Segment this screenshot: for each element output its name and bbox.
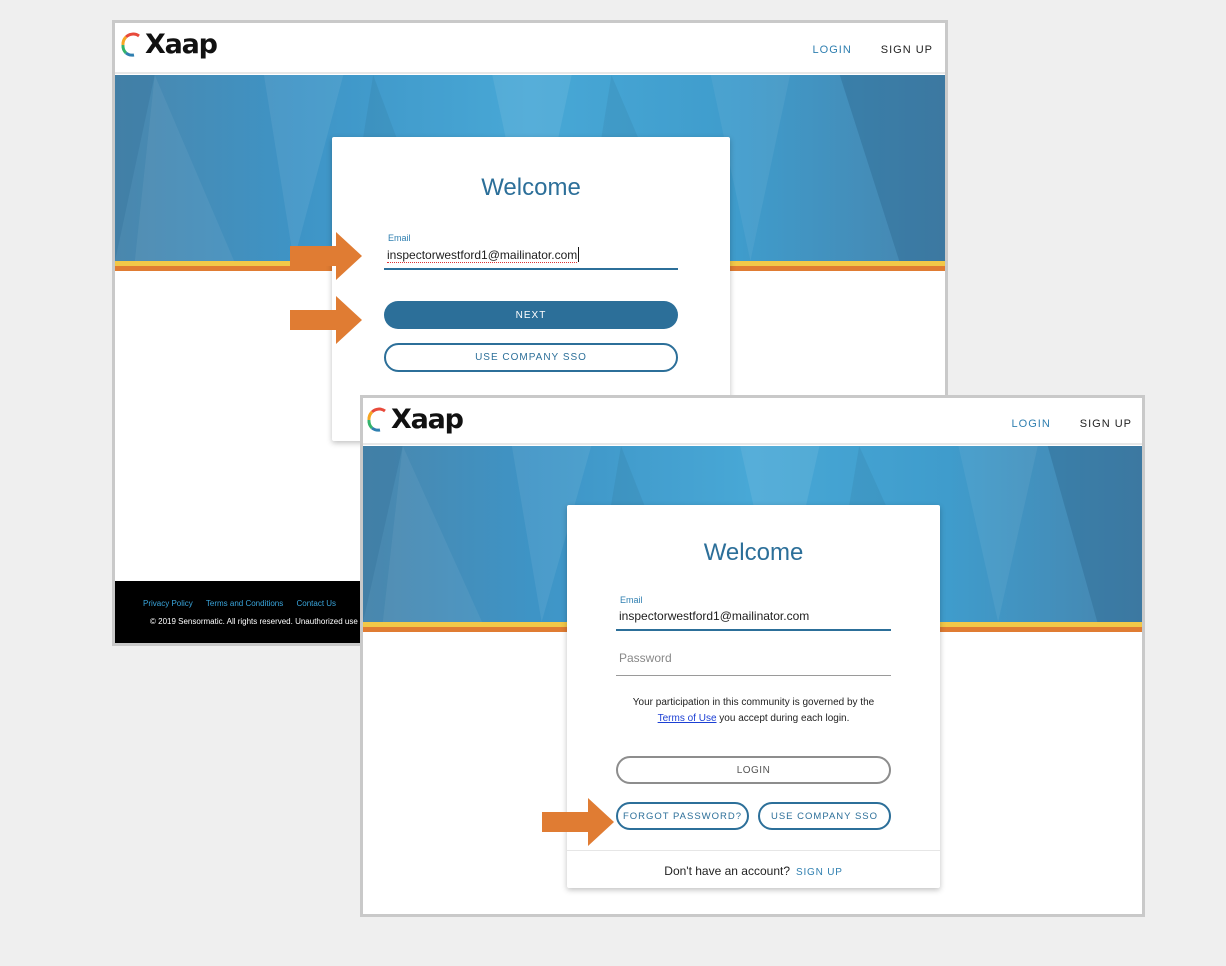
nav-signup-link[interactable]: SIGN UP <box>880 44 933 56</box>
logo-ring-icon <box>121 32 140 57</box>
card-signup-link[interactable]: SIGN UP <box>796 867 843 878</box>
xaap-logo[interactable]: Xaap <box>120 29 218 60</box>
email-field[interactable]: inspectorwestford1@mailinator.com <box>384 247 678 270</box>
email-value: inspectorwestford1@mailinator.com <box>619 609 810 623</box>
header-divider <box>363 443 1142 445</box>
login-button[interactable]: LOGIN <box>616 756 891 784</box>
logo-ring-icon <box>367 407 386 432</box>
page-footer: Privacy Policy Terms and Conditions Cont… <box>115 581 375 643</box>
next-button[interactable]: NEXT <box>384 301 678 329</box>
nav-signup-link[interactable]: SIGN UP <box>1079 417 1132 430</box>
top-nav: LOGIN SIGN UP <box>983 400 1132 447</box>
callout-arrow-forgot-password <box>542 798 614 846</box>
logo-text: Xaap <box>145 29 218 60</box>
callout-arrow-email <box>290 232 362 280</box>
text-caret <box>578 247 580 262</box>
email-value: inspectorwestford1@mailinator.com <box>387 248 578 263</box>
signup-prompt: Don't have an account? SIGN UP <box>567 850 940 878</box>
privacy-policy-link[interactable]: Privacy Policy <box>143 599 193 608</box>
nav-login-link[interactable]: LOGIN <box>812 44 852 56</box>
terms-line-1: Your participation in this community is … <box>632 697 875 708</box>
password-field[interactable]: Password <box>616 651 891 676</box>
xaap-logo[interactable]: Xaap <box>366 404 464 435</box>
nav-login-link[interactable]: LOGIN <box>1011 417 1051 430</box>
password-placeholder: Password <box>619 651 672 665</box>
terms-conditions-link[interactable]: Terms and Conditions <box>205 599 284 608</box>
terms-notice: Your participation in this community is … <box>597 695 910 727</box>
no-account-text: Don't have an account? <box>664 864 790 878</box>
copyright-text: © 2019 Sensormatic. All rights reserved.… <box>150 617 362 626</box>
top-nav: LOGIN SIGN UP <box>784 25 933 75</box>
email-field[interactable]: inspectorwestford1@mailinator.com <box>616 609 891 631</box>
login-card: Welcome Email inspectorwestford1@mailina… <box>332 137 730 441</box>
email-label: Email <box>620 595 643 605</box>
use-company-sso-button[interactable]: USE COMPANY SSO <box>384 343 678 372</box>
screenshot-email-step: Xaap LOGIN SIGN UP Privacy Policy Terms … <box>112 20 948 646</box>
header-divider <box>115 72 945 74</box>
footer-links: Privacy Policy Terms and Conditions Cont… <box>143 599 347 608</box>
forgot-password-button[interactable]: FORGOT PASSWORD? <box>616 802 749 830</box>
hero-banner <box>115 75 945 261</box>
screenshot-password-step: Xaap LOGIN SIGN UP Welcome Email inspect… <box>360 395 1145 917</box>
email-label: Email <box>388 233 411 243</box>
card-title: Welcome <box>481 174 581 201</box>
logo-text: Xaap <box>391 404 464 435</box>
login-card: Welcome Email inspectorwestford1@mailina… <box>567 505 940 888</box>
callout-arrow-next <box>290 296 362 344</box>
top-header: Xaap LOGIN SIGN UP <box>363 398 1142 445</box>
card-title: Welcome <box>703 539 804 566</box>
terms-of-use-link[interactable]: Terms of Use <box>657 713 717 724</box>
terms-line-2: you accept during each login. <box>716 713 850 724</box>
top-header: Xaap LOGIN SIGN UP <box>115 23 945 75</box>
contact-us-link[interactable]: Contact Us <box>296 599 337 608</box>
use-company-sso-button[interactable]: USE COMPANY SSO <box>758 802 891 830</box>
